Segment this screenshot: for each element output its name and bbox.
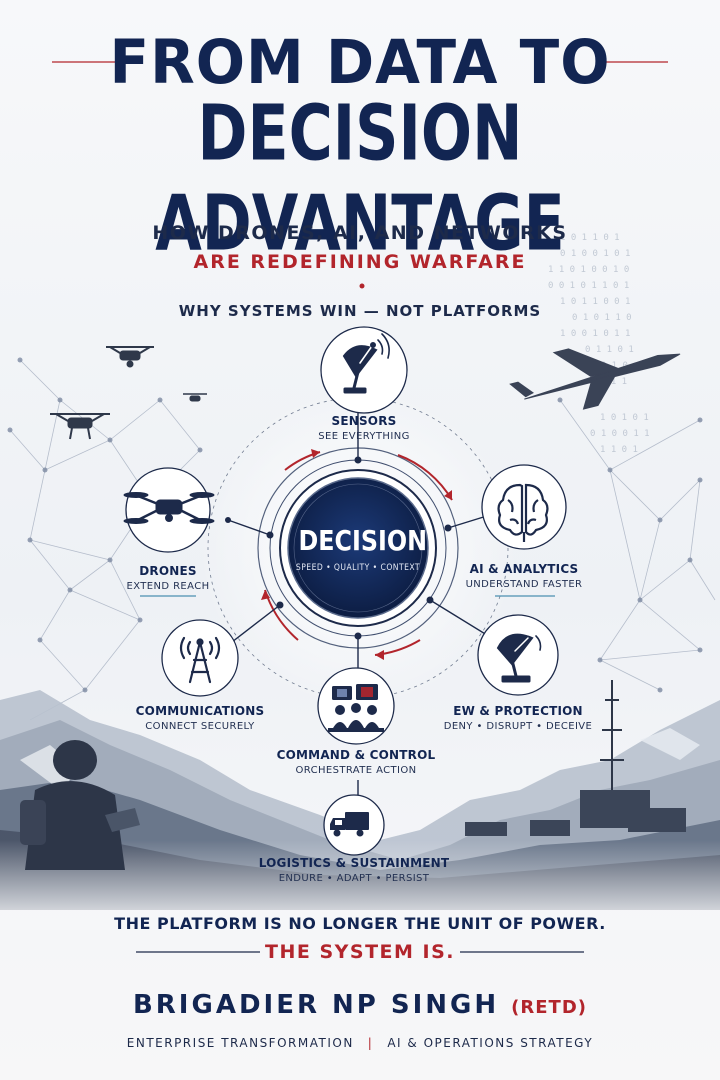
node-title: LOGISTICS & SUSTAINMENT [258,856,450,870]
credential-1: ENTERPRISE TRANSFORMATION [126,1036,354,1050]
title-ornaments [52,61,668,953]
svg-text:1 0 1 1 0 1: 1 0 1 1 0 1 [560,233,620,243]
node-title: AI & ANALYTICS [469,562,579,576]
separator-dot [359,283,365,289]
credential-separator: | [367,1036,374,1050]
node-communications: COMMUNICATIONS CONNECT SECURELY [110,704,290,732]
node-ew-protection: EW & PROTECTION DENY • DISRUPT • DECEIVE [428,704,608,732]
punchline-2: THE SYSTEM IS. [264,941,455,963]
author-suffix: (RETD) [511,997,588,1018]
node-sensors: SENSORS SEE EVERYTHING [264,414,464,442]
author-line: BRIGADIER NP SINGH (RETD) [0,990,720,1020]
node-subtitle: DENY • DISRUPT • DECEIVE [443,721,593,732]
binary-pattern: 1 0 1 1 0 1 0 1 0 0 1 0 1 1 1 0 1 0 0 1 … [548,233,650,455]
credential-2: AI & OPERATIONS STRATEGY [387,1036,594,1050]
credentials: ENTERPRISE TRANSFORMATION | AI & OPERATION… [0,1036,720,1050]
svg-text:1 0 1 1 0 0 1: 1 0 1 1 0 0 1 [560,297,630,307]
title-line-1: FROM DATA TO [109,26,611,98]
svg-text:1 0 1 0 1: 1 0 1 0 1 [600,413,649,423]
subtitle-line-2: ARE REDEFINING WARFARE [193,251,527,273]
truck-icon [330,812,369,837]
node-subtitle: EXTEND REACH [126,581,210,592]
svg-text:0 1 0 0 1 1: 0 1 0 0 1 1 [590,429,650,439]
node-subtitle: UNDERSTAND FASTER [465,579,583,590]
node-subtitle: ORCHESTRATE ACTION [295,765,417,776]
svg-text:0 1 1: 0 1 1 [600,377,627,387]
svg-text:0 1 1 0 1: 0 1 1 0 1 [585,345,634,355]
svg-text:0 1 0 1 1 0: 0 1 0 1 1 0 [572,313,632,323]
node-subtitle: CONNECT SECURELY [145,721,255,732]
svg-text:1 1 0 1 0 0 1 0: 1 1 0 1 0 0 1 0 [548,265,629,275]
svg-text:1 0 0 1 0 1 1: 1 0 0 1 0 1 1 [560,329,630,339]
satellite-dish-icon [342,333,390,394]
node-title: DRONES [139,564,197,578]
radar-tower [465,680,686,836]
node-command-control: COMMAND & CONTROL ORCHESTRATE ACTION [256,748,456,776]
svg-text:0 1 0 0 1 0 1: 0 1 0 0 1 0 1 [560,249,630,259]
title-line-2: DECISION ADVANTAGE [155,87,565,269]
brain-icon [497,483,549,542]
node-subtitle: ENDURE • ADAPT • PERSIST [278,873,430,884]
soldier-silhouette [20,740,140,870]
node-title: SENSORS [331,414,397,428]
hub-subtitle: SPEED • QUALITY • CONTEXT [295,563,421,573]
radio-tower-icon [179,636,221,684]
author-name: BRIGADIER NP SINGH [132,990,500,1020]
svg-text:0 0 1 0 1 1 0 1: 0 0 1 0 1 1 0 1 [548,281,629,291]
node-drones: DRONES EXTEND REACH [98,564,238,592]
network-nodes [7,357,703,693]
node-logistics: LOGISTICS & SUSTAINMENT ENDURE • ADAPT •… [234,856,474,884]
node-subtitle: SEE EVERYTHING [318,431,410,442]
flying-drones [50,346,207,440]
subtitle-line-1: HOW DRONES, AI, AND NETWORKS [152,222,568,244]
hub-title: DECISION [298,524,427,557]
fixed-wing-uav [509,348,681,410]
command-center-icon [328,684,384,732]
drone-icon [123,492,215,524]
node-title: COMMAND & CONTROL [276,748,436,762]
node-ai-analytics: AI & ANALYTICS UNDERSTAND FASTER [434,562,614,590]
decision-hub: DECISION SPEED • QUALITY • CONTEXT [288,524,428,573]
tagline: WHY SYSTEMS WIN — NOT PLATFORMS [178,302,542,320]
svg-text:1 1 0 1: 1 1 0 1 [600,445,638,455]
node-title: EW & PROTECTION [453,704,583,718]
node-title: COMMUNICATIONS [135,704,265,718]
punchline-1: THE PLATFORM IS NO LONGER THE UNIT OF PO… [114,914,606,933]
radar-dish-icon [496,633,542,683]
